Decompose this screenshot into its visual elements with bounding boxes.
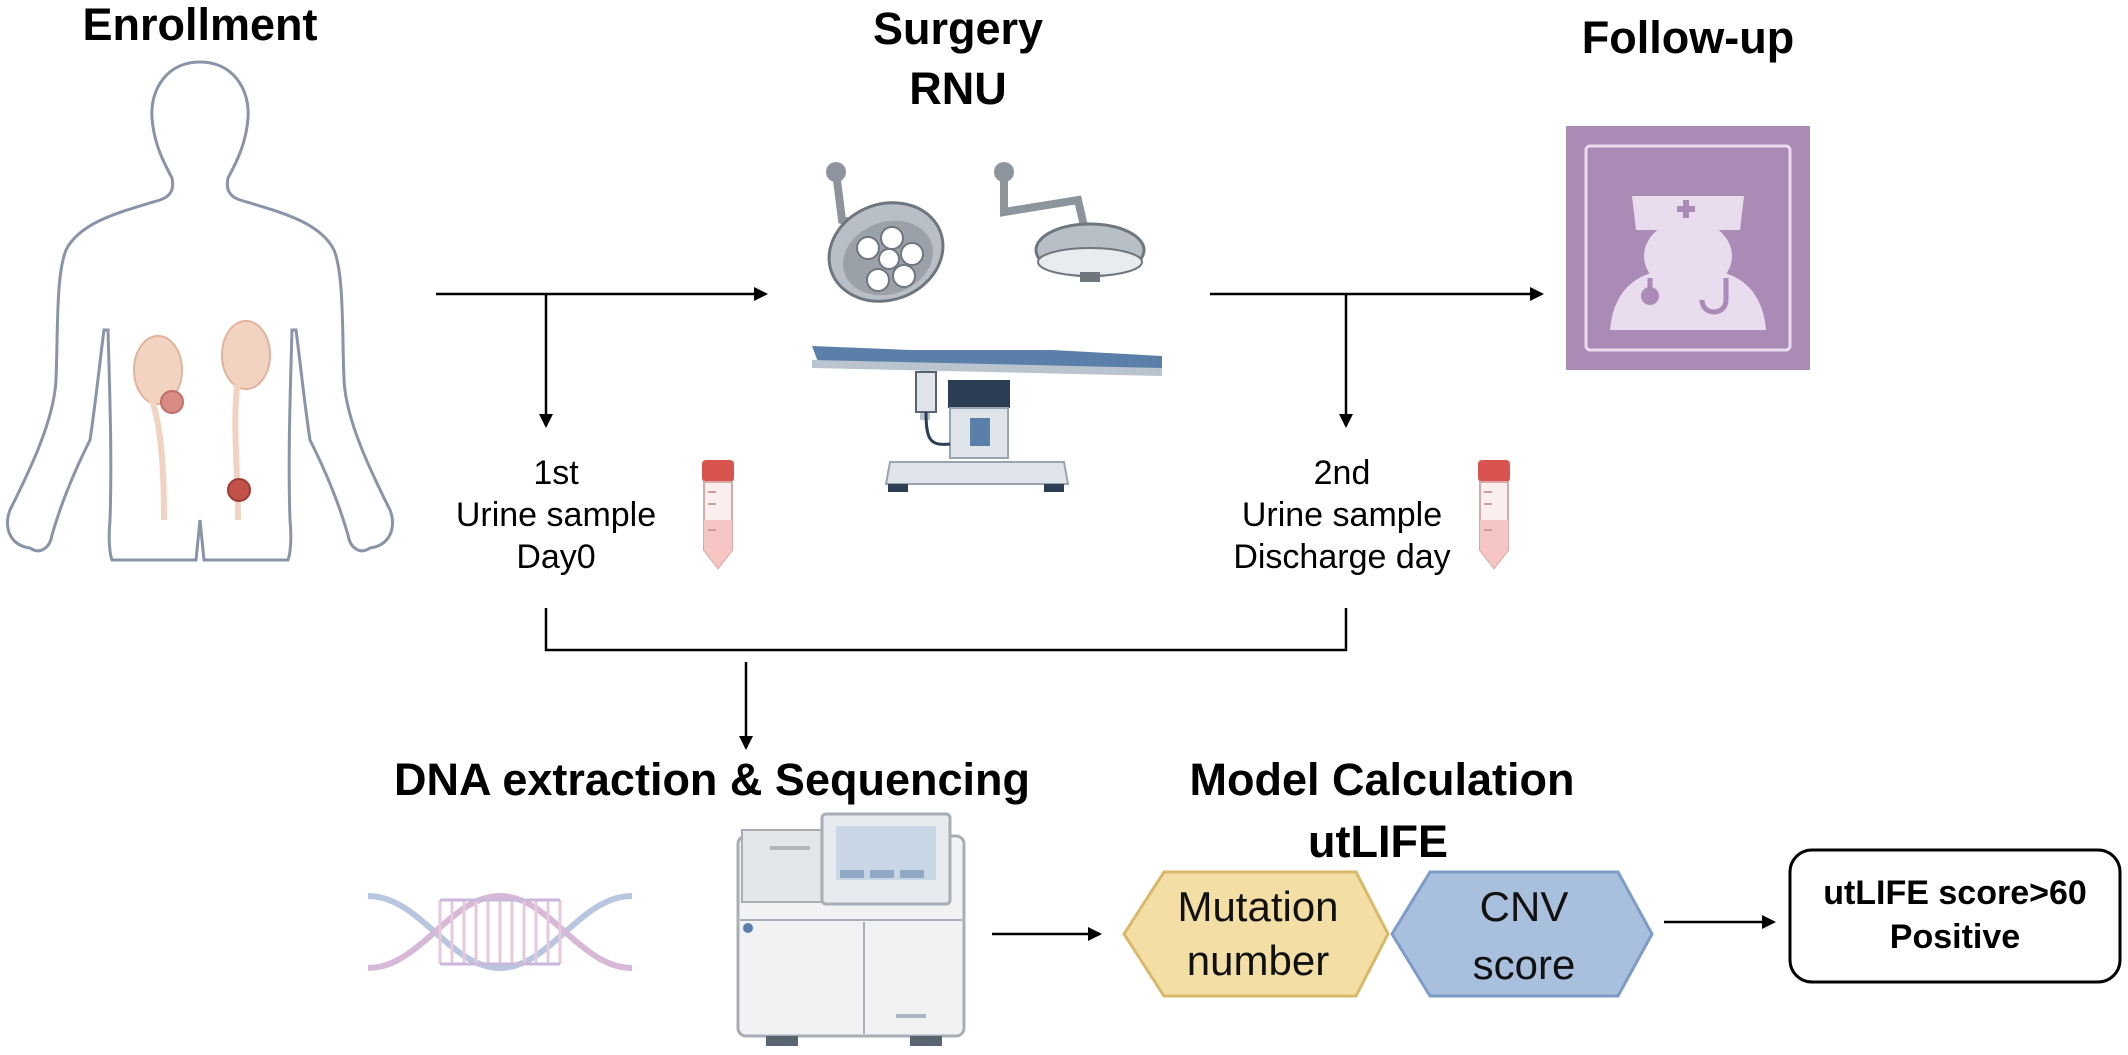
- sequencer-icon: [736, 812, 966, 1046]
- urine-tube-icon: [702, 460, 734, 570]
- doctor-icon: [1566, 126, 1810, 370]
- cnv-score-hexagon: CNV score: [1390, 870, 1654, 998]
- followup-title: Follow-up: [1582, 12, 1794, 63]
- cnv-label-line2: score: [1473, 941, 1576, 988]
- dna-title: DNA extraction & Sequencing: [394, 754, 1030, 805]
- sample2-label: Urine sample: [1242, 496, 1442, 534]
- sample1-label: Urine sample: [456, 496, 656, 534]
- sample1-order: 1st: [533, 454, 579, 492]
- urine-tube-icon: [1478, 460, 1510, 570]
- mutation-number-hexagon: Mutation number: [1122, 870, 1390, 998]
- result-threshold: utLIFE score>60: [1823, 874, 2087, 912]
- dna-helix-icon: [367, 892, 633, 972]
- surgical-lamp-icon: [826, 162, 1146, 303]
- surgery-title: Surgery: [873, 3, 1043, 54]
- cnv-label-line1: CNV: [1480, 883, 1569, 930]
- enrollment-title: Enrollment: [82, 0, 317, 50]
- sample1-day: Day0: [516, 538, 595, 576]
- model-title: Model Calculation: [1189, 754, 1574, 805]
- sample2-day: Discharge day: [1233, 538, 1450, 576]
- result-status: Positive: [1890, 918, 2020, 956]
- operating-table-icon: [812, 346, 1162, 492]
- mutation-label-line1: Mutation: [1177, 883, 1338, 930]
- flow-arrows: [436, 287, 1776, 941]
- result-box: utLIFE score>60 Positive: [1788, 848, 2122, 984]
- mutation-label-line2: number: [1187, 937, 1329, 984]
- human-body-icon: [6, 60, 394, 562]
- sample2-order: 2nd: [1314, 454, 1371, 492]
- surgery-subtitle: RNU: [909, 63, 1007, 114]
- model-subtitle: utLIFE: [1308, 816, 1448, 867]
